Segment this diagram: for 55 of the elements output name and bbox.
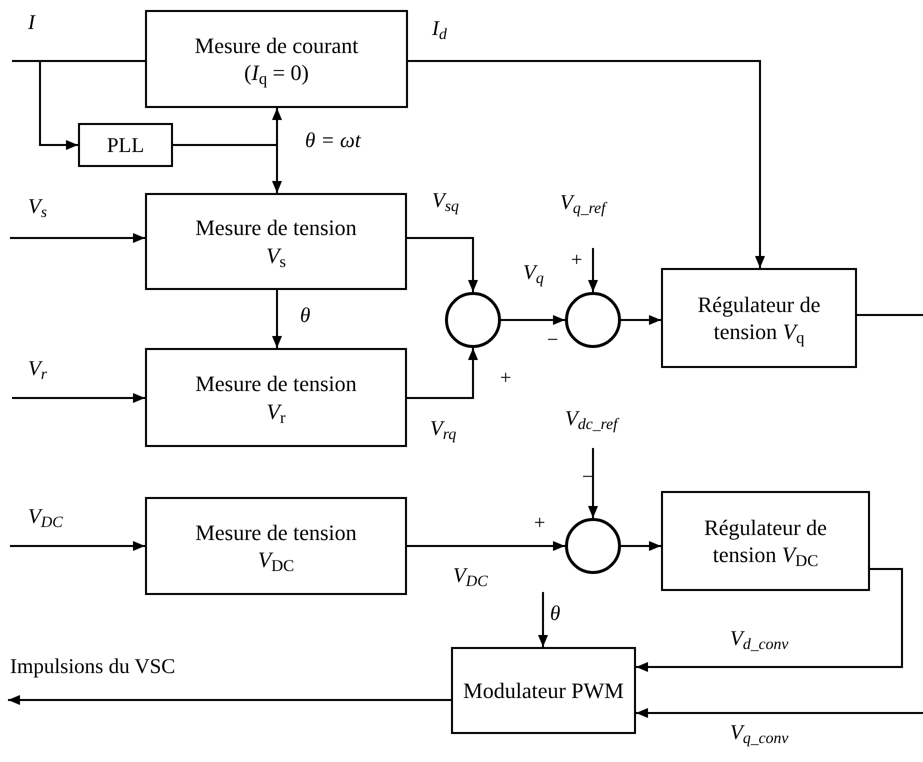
process-box (661, 491, 870, 591)
box-label: Modulateur PWM (463, 676, 624, 704)
box-label: Mesure de courant (194, 32, 358, 59)
edge-label: I (28, 12, 35, 33)
box-label: Mesure de tension (195, 214, 357, 242)
arrow (10, 541, 145, 551)
arrow (621, 541, 661, 551)
arrow (588, 448, 598, 518)
box-label: PLL (106, 132, 144, 158)
edge-label: I$_{d}$ (432, 18, 447, 39)
arrow (501, 315, 565, 325)
box-label: V$_{s}$ (266, 242, 286, 269)
arrow (636, 568, 903, 672)
edge-label: V$_{DC}$ (28, 506, 63, 527)
arrow (636, 708, 923, 718)
sign-label: + (571, 250, 582, 270)
process-box (451, 647, 636, 734)
process-box (145, 497, 407, 595)
edge-label: V$_{DC}$ (453, 565, 488, 586)
process-box (145, 10, 408, 108)
edge-label: θ (300, 305, 310, 326)
arrow (12, 393, 145, 403)
box-label: Régulateur de tension V$_{DC}$ (703, 514, 828, 568)
arrow (407, 541, 565, 551)
sign-label: − (547, 330, 558, 350)
sign-label: − (582, 467, 594, 487)
arrow (39, 61, 78, 150)
sign-label: + (500, 368, 512, 388)
box-label: Mesure de tension (195, 518, 357, 546)
box-label: (I$_{q}$ = 0) (244, 59, 309, 86)
edge-label: Impulsions du VSC (10, 656, 176, 677)
arrow (408, 60, 765, 268)
arrow (173, 144, 282, 193)
box-label: V$_{r}$ (266, 398, 286, 425)
arrow (407, 237, 478, 292)
sign-label: + (534, 513, 546, 533)
box-label: Mesure de tension (195, 370, 357, 398)
arrow (8, 695, 451, 705)
edge-label: θ (550, 603, 560, 624)
arrow (10, 233, 145, 243)
edge-label: V$_{d_conv}$ (730, 628, 788, 649)
arrow (588, 248, 598, 292)
edge-label: θ = ωt (305, 130, 361, 151)
process-box (661, 268, 857, 368)
arrow (621, 315, 661, 325)
box-label: V$_{DC}$ (258, 546, 294, 574)
process-box (145, 193, 407, 290)
edge-label: V$_{s}$ (28, 196, 47, 217)
arrow (272, 290, 282, 348)
process-box (78, 123, 173, 167)
arrow (407, 348, 478, 399)
edge-label: V$_{r}$ (28, 358, 47, 379)
box-label: Régulateur de tension V$_{q}$ (696, 290, 822, 346)
arrow (538, 592, 548, 647)
process-box (145, 348, 407, 447)
